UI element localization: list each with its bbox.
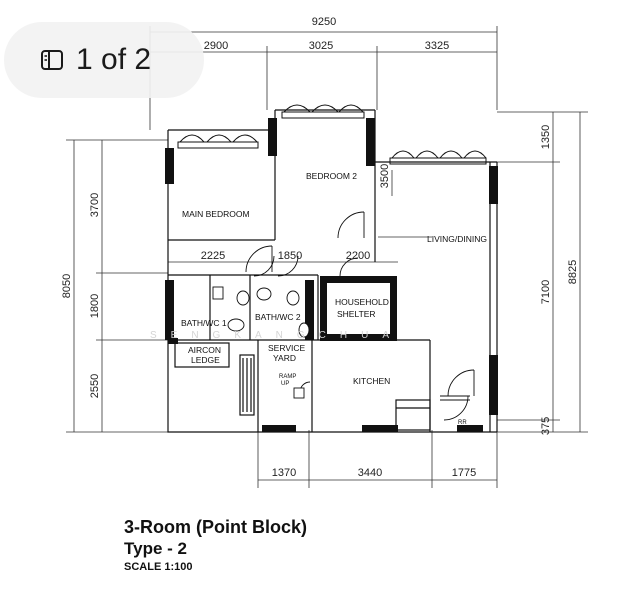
dimension-labels: 9250 2900 3025 3325 8050 3700 1800 2550 … (61, 16, 579, 479)
caption-scale: SCALE 1:100 (124, 561, 193, 573)
room-bath-wc-1: BATH/WC 1 (181, 318, 227, 328)
refuse-label: RR (458, 420, 467, 426)
room-service-yard-line2: YARD (273, 353, 296, 363)
room-household-shelter-line1: HOUSEHOLD (335, 297, 389, 307)
dim-bottom-1: 1370 (272, 467, 296, 479)
room-labels: MAIN BEDROOM BEDROOM 2 LIVING/DINING BAT… (181, 171, 487, 426)
room-household-shelter-line2: SHELTER (337, 309, 376, 319)
dim-inner-2: 1850 (278, 250, 302, 262)
room-bedroom-2: BEDROOM 2 (306, 171, 357, 181)
dim-right-3: 375 (540, 417, 552, 435)
room-living-dining: LIVING/DINING (427, 234, 487, 244)
windows (177, 104, 487, 165)
watermark: SENGKANGCHUA (150, 330, 403, 341)
room-main-bedroom: MAIN BEDROOM (182, 209, 250, 219)
dim-right-overall: 8825 (567, 260, 579, 284)
caption-type: Type - 2 (124, 539, 187, 558)
dim-inner-4: 3500 (379, 164, 391, 188)
room-service-yard-line1: SERVICE (268, 343, 305, 353)
dim-top-3: 3325 (425, 40, 449, 52)
dim-top-1: 2900 (204, 40, 228, 52)
caption-title: 3-Room (Point Block) (124, 517, 307, 537)
dim-left-1: 3700 (89, 193, 101, 217)
dim-bottom-2: 3440 (358, 467, 382, 479)
dim-right-1: 1350 (540, 125, 552, 149)
room-kitchen: KITCHEN (353, 376, 390, 386)
ramp-label-line2: UP (281, 381, 289, 387)
dim-overall-width: 9250 (312, 16, 336, 28)
dimension-lines (66, 26, 588, 488)
dim-inner-3: 2200 (346, 250, 370, 262)
room-aircon-ledge-line1: AIRCON (188, 345, 221, 355)
structural-walls (165, 118, 498, 432)
plan-caption: 3-Room (Point Block) Type - 2 SCALE 1:10… (124, 516, 307, 574)
dim-bottom-3: 1775 (452, 467, 476, 479)
dim-top-2: 3025 (309, 40, 333, 52)
dim-left-2: 1800 (89, 294, 101, 318)
sidebar-panel-icon (41, 50, 63, 70)
dim-left-overall: 8050 (61, 274, 73, 298)
sanitary-fixtures (212, 286, 310, 399)
dim-left-3: 2550 (89, 374, 101, 398)
room-aircon-ledge-line2: LEDGE (191, 355, 220, 365)
doors (245, 211, 475, 421)
dim-right-2: 7100 (540, 280, 552, 304)
page-indicator[interactable]: 1 of 2 (4, 22, 204, 98)
dim-inner-1: 2225 (201, 250, 225, 262)
ramp-label-line1: RAMP (279, 374, 296, 380)
page-indicator-label: 1 of 2 (76, 43, 152, 76)
room-bath-wc-2: BATH/WC 2 (255, 312, 301, 322)
